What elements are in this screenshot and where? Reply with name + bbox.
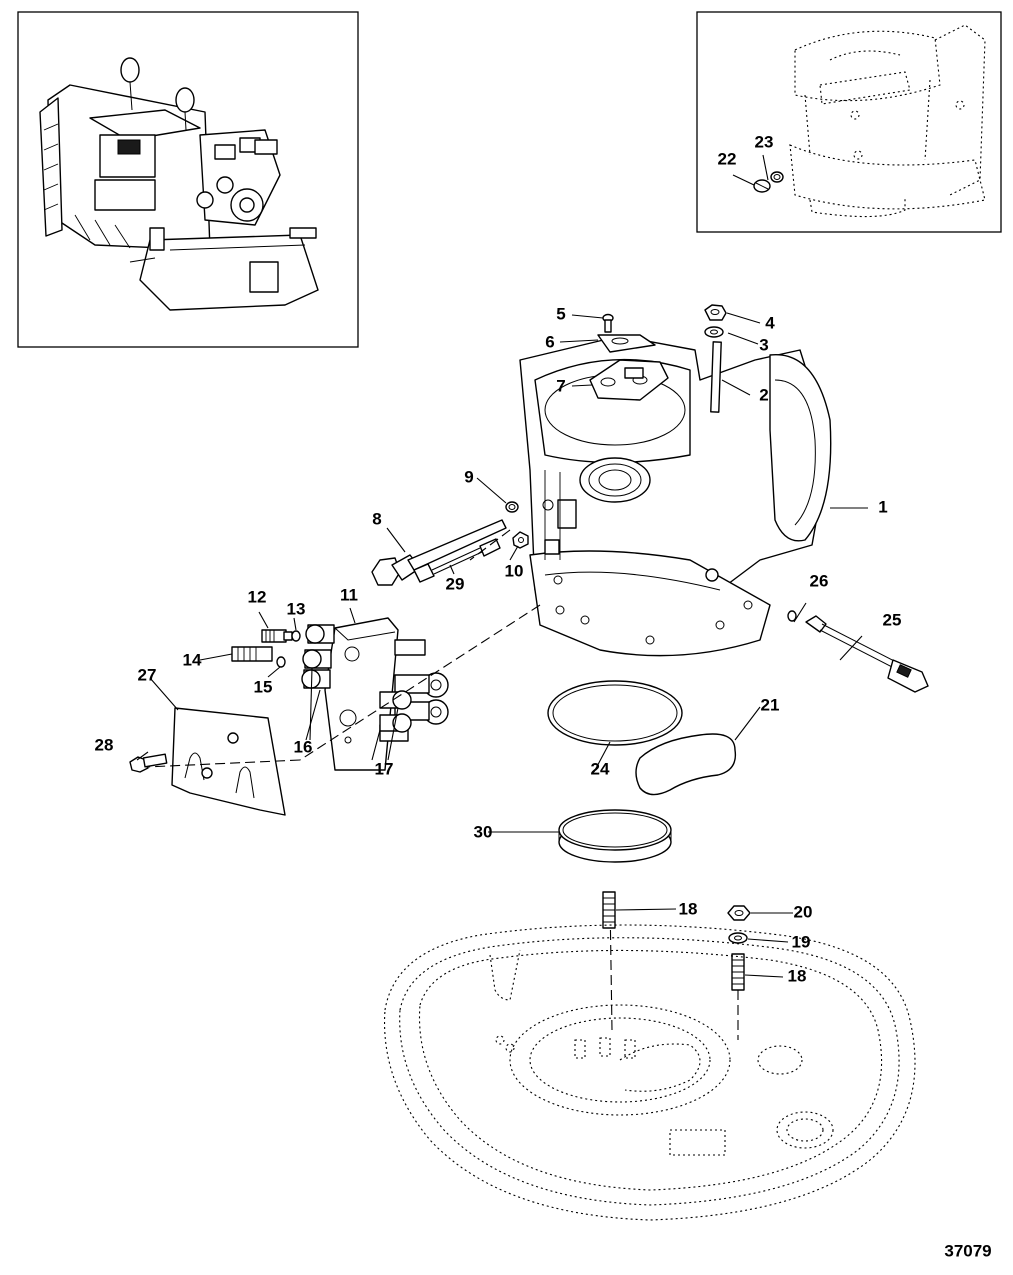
- callout-13: 13: [287, 599, 306, 618]
- callout-29: 29: [446, 574, 465, 593]
- callout-10: 10: [505, 561, 524, 580]
- callout-6: 6: [545, 332, 554, 351]
- callout-14: 14: [183, 650, 202, 669]
- stud-18-right: [731, 953, 745, 991]
- base-plate: [384, 924, 916, 1221]
- cover-27: [171, 707, 286, 816]
- inset-frame-left: [17, 11, 359, 348]
- stud-2: [710, 341, 722, 413]
- o-ring-9: [505, 501, 519, 513]
- inset-frame-right: [696, 11, 1002, 233]
- gasket-21: [635, 733, 737, 796]
- o-ring-13: [291, 630, 301, 642]
- callout-4: 4: [765, 313, 775, 332]
- callout-18-top: 18: [679, 899, 698, 918]
- callout-30: 30: [474, 822, 493, 841]
- callout-24: 24: [591, 759, 610, 778]
- diagram-id: 37079: [944, 1241, 991, 1260]
- drain-plug-22: [753, 179, 771, 193]
- solenoids-16: [301, 624, 335, 689]
- callout-11: 11: [340, 585, 358, 604]
- screw-5: [602, 313, 614, 333]
- callout-25: 25: [883, 610, 902, 629]
- callout-26: 26: [810, 571, 829, 590]
- transmission-drawing: [39, 57, 319, 311]
- stud-18-left: [602, 891, 616, 929]
- leader-lines: [136, 154, 868, 978]
- fitting-14: [231, 646, 273, 662]
- callout-9: 9: [464, 467, 473, 486]
- fitting-10: [512, 531, 529, 549]
- inset-housing-detail: [696, 11, 1002, 233]
- callout-19: 19: [792, 932, 811, 951]
- callout-22: 22: [718, 149, 737, 168]
- sensor-25: [805, 615, 929, 693]
- nut-20: [727, 905, 751, 921]
- washer-19: [728, 932, 748, 944]
- seal-24: [547, 680, 683, 746]
- callout-12: 12: [248, 587, 267, 606]
- bolt-28: [129, 753, 168, 773]
- callout-3: 3: [759, 335, 768, 354]
- callout-15: 15: [254, 677, 273, 696]
- o-ring-26: [787, 610, 797, 622]
- fitting-12: [261, 629, 293, 643]
- callout-7: 7: [556, 376, 565, 395]
- callout-1: 1: [878, 497, 887, 516]
- housing-dotted-drawing: [789, 24, 986, 218]
- o-ring-15: [276, 656, 286, 668]
- callout-21: 21: [761, 695, 780, 714]
- callout-23: 23: [755, 132, 774, 151]
- callout-labels: 1 2 3 4 5 6 7 8 9 10 11 12 13 14 15 16 1…: [95, 132, 902, 985]
- harness-29: [413, 538, 501, 583]
- callout-2: 2: [759, 385, 768, 404]
- main-housing-1: [519, 335, 832, 657]
- bracket-6: [597, 334, 656, 353]
- inset-transmission-assembly: [17, 11, 359, 348]
- callout-5: 5: [556, 304, 565, 323]
- o-ring-23: [770, 171, 784, 183]
- callout-28: 28: [95, 735, 114, 754]
- callout-16: 16: [294, 737, 313, 756]
- callout-17: 17: [375, 759, 394, 778]
- callout-8: 8: [372, 509, 381, 528]
- callout-27: 27: [138, 665, 157, 684]
- washer-3: [704, 326, 724, 338]
- callout-18-bottom: 18: [788, 966, 807, 985]
- nut-4: [704, 304, 727, 321]
- seal-ring-30: [558, 809, 672, 863]
- sensor-8: [371, 519, 507, 586]
- callout-20: 20: [794, 902, 813, 921]
- sensor-plate-7: [589, 359, 669, 401]
